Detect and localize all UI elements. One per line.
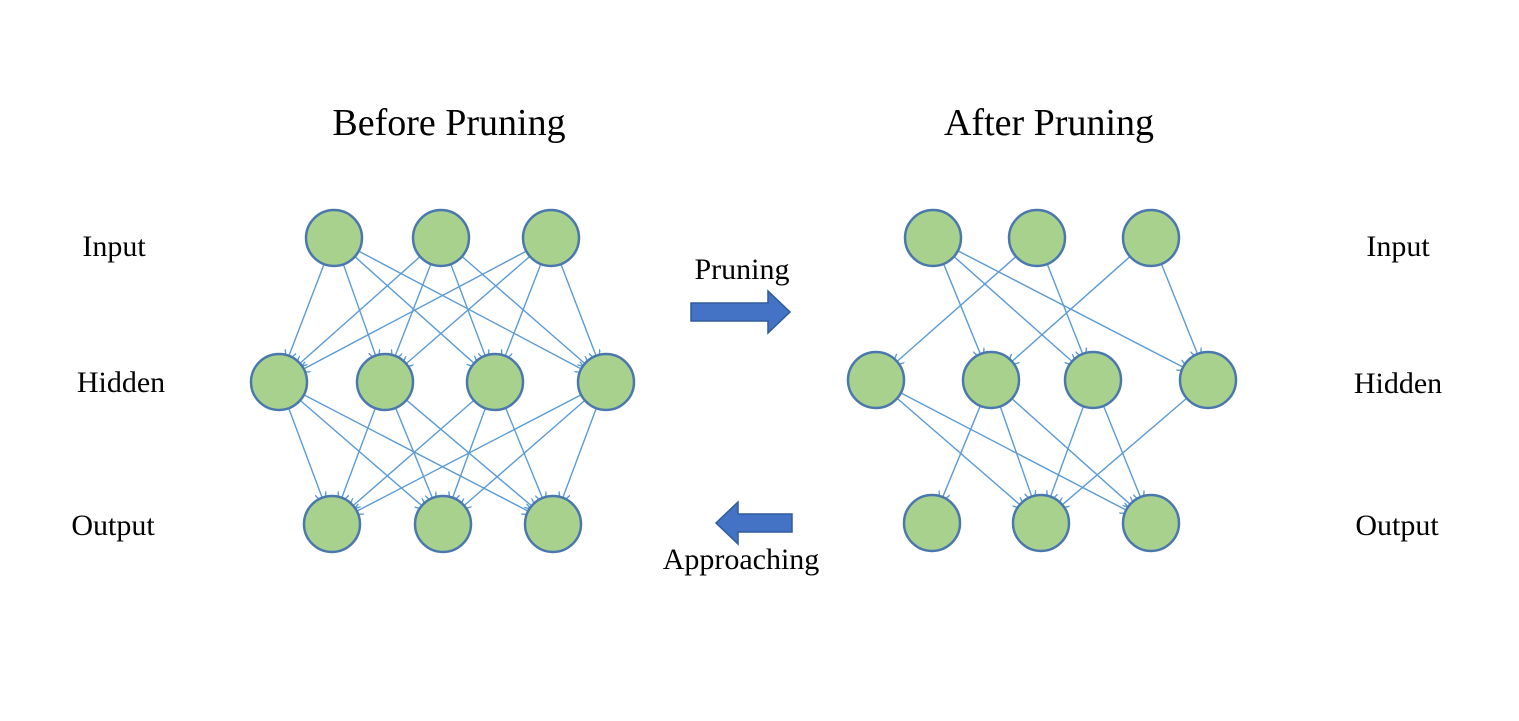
after-input-node-1 [1007,208,1067,268]
after-hidden-node-3 [1178,350,1238,410]
after-edge-h1-o1 [999,407,1034,502]
before-edge-h2-o0 [349,400,474,510]
before-hidden-node-0 [249,352,309,412]
after-edge-i1-h2 [1046,264,1085,360]
after-output-label: Output [1355,509,1439,542]
after-edge-h2-o2 [1103,406,1143,503]
after-edge-i0-h1 [943,264,983,360]
after-hidden-node-1 [961,350,1021,410]
after-output-node-1 [1011,493,1071,553]
before-output-node-0 [302,494,362,554]
before-edges [287,250,598,514]
before-input-node-1 [411,208,471,268]
before-nodes [249,208,636,554]
before-edge-i1-h0 [295,256,420,367]
pruning-arrow-label: Pruning [694,253,789,286]
before-edge-h1-o0 [340,408,376,503]
after-title: After Pruning [944,102,1154,144]
before-edge-i2-h1 [402,256,530,368]
after-nodes [846,208,1238,553]
after-edge-h1-o2 [1012,398,1135,508]
before-input-label: Input [82,230,146,263]
before-output-node-2 [523,494,583,554]
before-edge-h1-o2 [406,400,536,510]
after-output-node-2 [1121,493,1181,553]
after-hidden-node-0 [846,350,906,410]
before-hidden-node-2 [465,352,525,412]
after-edge-h1-o0 [940,406,981,503]
before-output-label: Output [71,509,155,542]
before-edge-i2-h3 [560,264,598,361]
after-input-node-0 [903,208,963,268]
before-edge-i1-h1 [393,264,432,362]
before-hidden-label: Hidden [77,366,165,399]
before-edge-h2-o2 [505,408,545,504]
after-output-node-0 [902,493,962,553]
before-edge-i0-h1 [343,265,378,361]
before-output-node-1 [413,494,473,554]
before-title: Before Pruning [332,102,565,144]
after-edge-h3-o1 [1058,398,1187,509]
approaching-arrow-icon [714,500,793,546]
after-edges [893,250,1200,513]
before-input-node-0 [304,208,364,268]
after-edge-i0-h3 [958,250,1189,370]
before-edge-h2-o1 [451,408,486,503]
pruning-arrow-icon [690,289,792,335]
before-edge-i1-h3 [462,256,590,367]
after-edge-i2-h3 [1161,264,1200,360]
before-edge-i0-h0 [287,264,325,361]
before-edge-h0-o0 [288,408,324,503]
after-edge-i0-h2 [954,256,1077,365]
approaching-arrow-label: Approaching [663,543,820,576]
after-edge-i1-h0 [893,256,1016,365]
before-hidden-node-3 [576,352,636,412]
after-input-node-2 [1121,208,1181,268]
before-edge-h3-o1 [460,400,585,510]
before-edge-h3-o0 [352,394,581,514]
before-hidden-node-1 [355,352,415,412]
after-hidden-node-2 [1063,350,1123,410]
before-edge-i1-h2 [450,264,487,361]
before-edge-i2-h0 [298,250,526,372]
before-edge-h0-o2 [304,394,534,514]
before-edge-h0-o1 [300,400,427,510]
after-hidden-label: Hidden [1354,367,1442,400]
before-input-node-2 [521,208,581,268]
after-edge-h2-o1 [1049,407,1084,502]
after-input-label: Input [1366,230,1430,263]
before-edge-h1-o1 [395,408,435,504]
before-edge-i2-h2 [503,264,542,362]
before-edge-i0-h2 [355,256,479,367]
before-edge-h3-o2 [561,408,597,503]
after-edge-i2-h1 [1008,256,1130,365]
before-edge-i0-h3 [359,250,587,372]
